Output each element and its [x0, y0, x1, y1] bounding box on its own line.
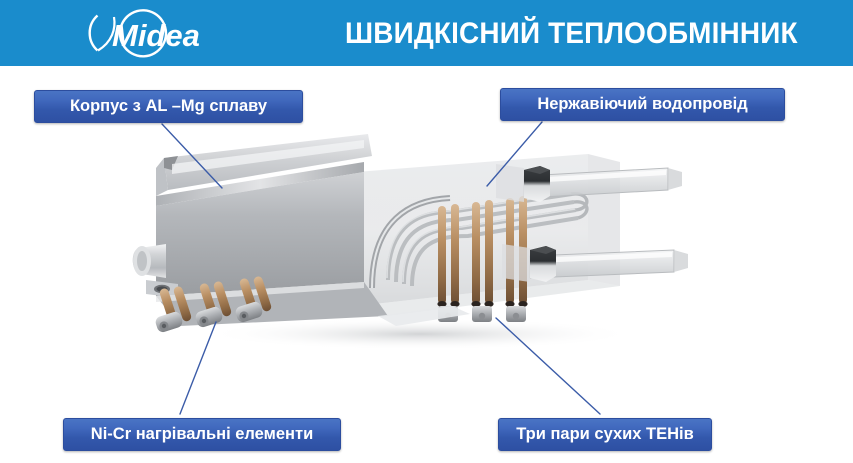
callout-body-alloy[interactable]: Корпус з AL –Mg сплаву — [34, 90, 303, 123]
header-bar: Midea ШВИДКІСНИЙ ТЕПЛООБМІННИК — [0, 0, 853, 66]
page-title: ШВИДКІСНИЙ ТЕПЛООБМІННИК — [345, 17, 798, 50]
heat-exchanger-illustration — [120, 128, 700, 353]
callout-stainless-pipe[interactable]: Нержавіючий водопровід — [500, 88, 785, 121]
callout-label: Нержавіючий водопровід — [537, 95, 748, 113]
midea-logo: Midea — [68, 8, 203, 58]
svg-text:Midea: Midea — [112, 18, 200, 53]
callout-label: Корпус з AL –Mg сплаву — [69, 97, 268, 115]
callout-label: Ni-Cr нагрівальні елементи — [90, 425, 314, 443]
callout-heating-elements[interactable]: Ni-Cr нагрівальні елементи — [63, 418, 341, 451]
callout-label: Три пари сухих ТЕНів — [516, 425, 694, 443]
callout-dry-tens[interactable]: Три пари сухих ТЕНів — [498, 418, 712, 451]
